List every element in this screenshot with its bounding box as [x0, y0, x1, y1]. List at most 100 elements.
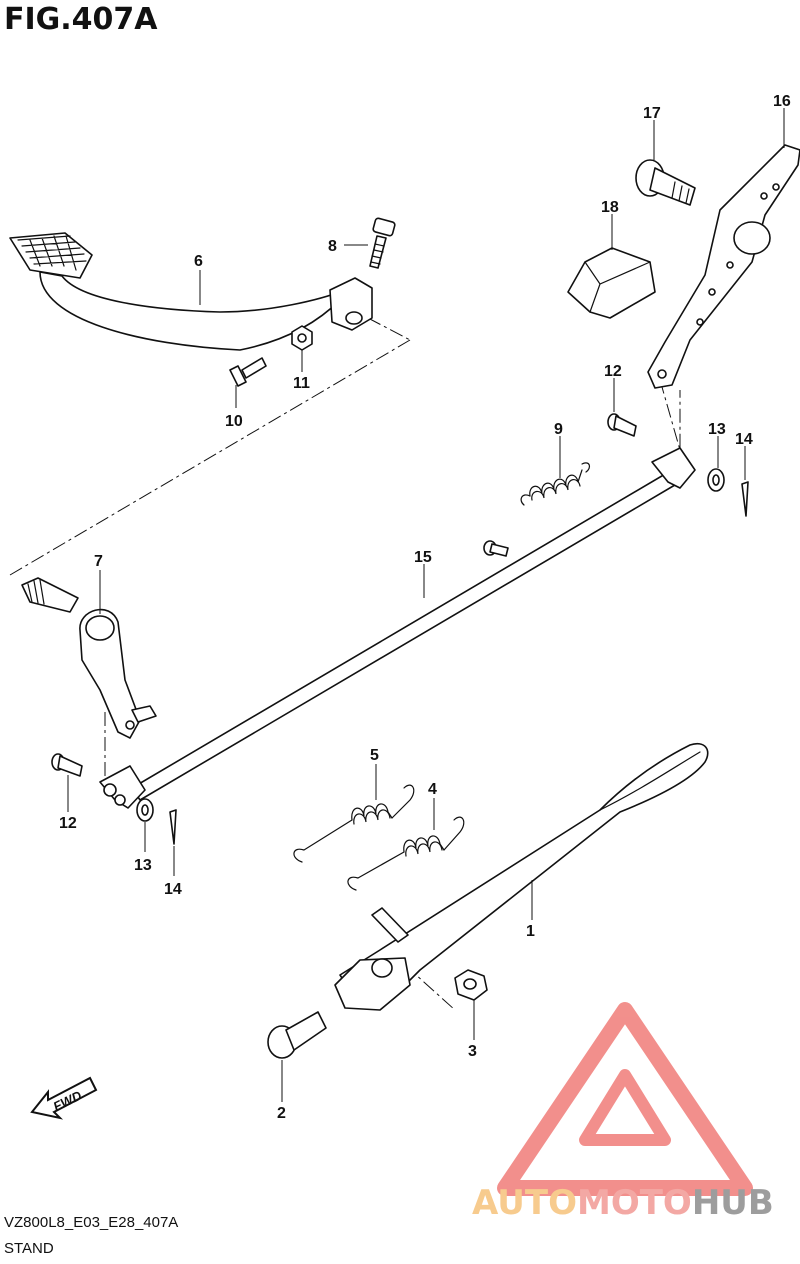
part-bolt-2 — [267, 1011, 327, 1059]
callout-leaders — [67, 108, 785, 1102]
callout-7: 7 — [94, 553, 103, 570]
side-stand-foot-edge — [599, 751, 701, 811]
callout-12-lower: 12 — [59, 815, 77, 832]
shaft-7-boss — [85, 615, 115, 641]
callout-5: 5 — [370, 747, 379, 764]
brake-pedal-hole — [345, 311, 363, 325]
callout-14-lower: 14 — [164, 881, 182, 898]
rod-pin-shaft — [489, 543, 509, 557]
assembly-line-brake-pedal — [9, 339, 411, 576]
nut-3-hole — [463, 978, 477, 990]
callout-17: 17 — [643, 105, 661, 122]
watermark-hub: HUB — [692, 1183, 774, 1223]
part-bolt-8 — [369, 217, 396, 269]
watermark-triangle — [497, 1002, 753, 1196]
watermark-logo: AUTOMOTOHUB — [472, 1002, 774, 1223]
cover-18-body — [567, 247, 656, 319]
part-nut-3 — [454, 969, 488, 1001]
shaft-7-hole — [125, 720, 135, 730]
callout-16: 16 — [773, 93, 791, 110]
callout-3: 3 — [468, 1043, 477, 1060]
fwd-arrow-shape — [30, 1076, 98, 1120]
bolt-10-head — [229, 365, 247, 387]
part-bolt-10 — [229, 357, 267, 387]
part-pin-12-upper — [607, 413, 637, 437]
part-pin-12-lower — [51, 753, 83, 777]
rod-15-upper-clevis — [651, 447, 696, 489]
rod-15-lower-eye — [103, 783, 117, 797]
arm-16-hole-c — [726, 261, 734, 269]
callout-11: 11 — [293, 375, 310, 392]
part-side-stand-1 — [334, 743, 709, 1011]
callout-13-upper: 13 — [708, 421, 726, 438]
part-cotter-pin-14-lower — [169, 809, 177, 845]
brake-pedal-pad — [9, 232, 93, 279]
section-name: STAND — [4, 1240, 54, 1257]
arm-16-hole-d — [708, 288, 716, 296]
side-stand-tab — [371, 907, 409, 943]
callout-8: 8 — [328, 238, 337, 255]
spring-4-coils — [403, 835, 445, 853]
bolt-8-head — [372, 217, 396, 237]
part-arm-16 — [647, 144, 800, 389]
arm-16-body — [647, 144, 800, 389]
pin-12-lower-shaft — [57, 755, 83, 777]
spring-9-coils-back — [531, 479, 581, 501]
side-stand-leg — [339, 743, 709, 1006]
part-shaft-arm-7 — [21, 577, 157, 739]
bolt-8-thread — [370, 243, 385, 265]
cover-18-edges — [584, 261, 651, 313]
pin-12-upper-shaft — [613, 415, 637, 437]
callout-15: 15 — [414, 549, 432, 566]
shaft-7-arm — [79, 608, 141, 739]
spring-9-hooks — [520, 462, 591, 506]
spring-5-upper-hook — [391, 784, 415, 819]
side-stand-pivot-hole — [371, 958, 393, 978]
arm-16-hole-f — [657, 369, 667, 379]
shaft-7-stud — [131, 705, 157, 723]
part-rod-15 — [99, 447, 696, 809]
watermark-inner-triangle — [579, 1069, 671, 1146]
callout-12-upper: 12 — [604, 363, 622, 380]
callout-2: 2 — [277, 1105, 286, 1122]
rod-15-shaft — [131, 469, 681, 801]
washer-13-upper-hole — [712, 474, 720, 486]
shaft-7-spline — [21, 577, 79, 613]
spring-4-lower-hook — [347, 851, 405, 891]
callout-1: 1 — [526, 923, 535, 940]
pivot-bolt-17-shank — [649, 167, 696, 206]
callout-9: 9 — [554, 421, 563, 438]
arm-16-hole-b — [760, 192, 768, 200]
fwd-arrow-icon: FWD — [30, 1076, 98, 1120]
part-spring-5 — [293, 784, 415, 863]
watermark-moto: MOTO — [577, 1183, 692, 1223]
callout-6: 6 — [194, 253, 203, 270]
spring-5-coils — [351, 803, 393, 821]
spring-4-upper-hook — [443, 816, 465, 851]
callout-13-lower: 13 — [134, 857, 152, 874]
part-pivot-bolt-17 — [635, 159, 696, 206]
watermark-text: AUTOMOTOHUB — [472, 1183, 774, 1223]
callout-4: 4 — [428, 781, 437, 798]
part-spring-4 — [347, 816, 465, 891]
brake-pedal-pad-grip — [17, 235, 87, 271]
model-code: VZ800L8_E03_E28_407A — [4, 1214, 179, 1231]
part-brake-pedal — [9, 232, 373, 351]
callout-10: 10 — [225, 413, 243, 430]
arm-16-hole-e — [696, 318, 704, 326]
spring-4-coils-back — [405, 841, 443, 857]
bolt-10-shaft — [241, 357, 267, 379]
rod-15-lower-clevis — [99, 765, 146, 809]
nut-11-hole — [297, 333, 307, 343]
spring-5-lower-hook — [293, 819, 353, 863]
callout-14-upper: 14 — [735, 431, 753, 448]
assembly-line-arm-16 — [659, 379, 681, 451]
washer-13-lower-hole — [141, 804, 149, 816]
pivot-bolt-17-thread — [671, 181, 690, 204]
arm-16-hole-a — [772, 183, 780, 191]
watermark-auto: AUTO — [472, 1183, 577, 1223]
part-spring-9 — [520, 462, 591, 506]
rod-15-lower-eye-b — [114, 794, 126, 806]
spring-5-coils-back — [353, 809, 391, 825]
